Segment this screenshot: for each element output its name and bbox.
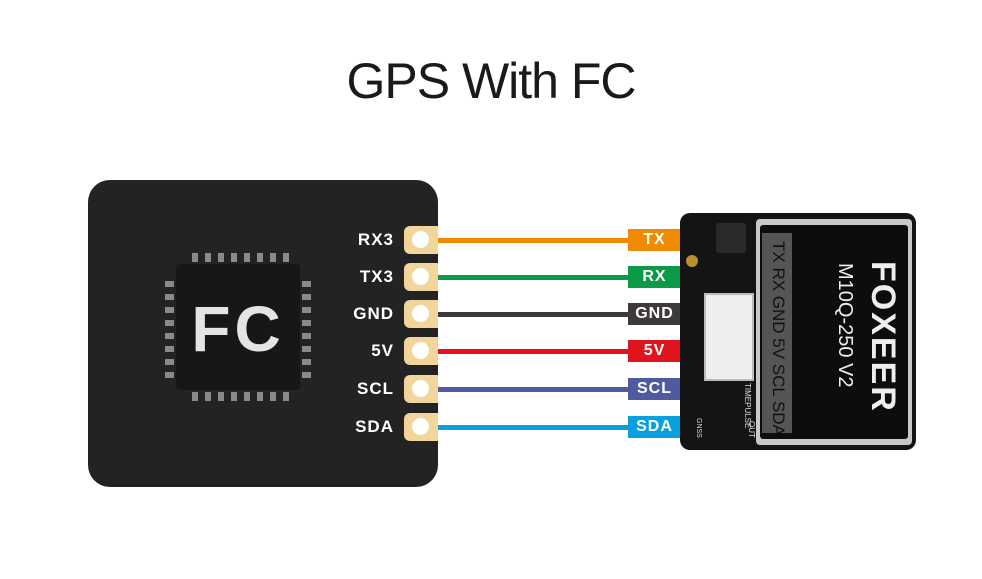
chip-pin xyxy=(302,320,311,326)
fc-pin-label: SDA xyxy=(355,417,394,436)
gps-pin-label: RX xyxy=(628,266,681,288)
fc-pin-label: SCL xyxy=(357,379,394,398)
wire-4 xyxy=(420,387,630,392)
chip-pin xyxy=(218,392,224,401)
chip-pin xyxy=(165,372,174,378)
fc-pin-label: GND xyxy=(353,304,394,323)
model-label: M10Q-250 V2 xyxy=(834,263,856,388)
wire-0 xyxy=(420,238,630,243)
chip-pin xyxy=(302,372,311,378)
chip-pin xyxy=(257,253,263,262)
chip-pin xyxy=(302,307,311,313)
chip-pin xyxy=(231,392,237,401)
page-title: GPS With FC xyxy=(346,53,636,109)
brand-logo: FOXEER xyxy=(864,261,902,413)
chip-pin xyxy=(218,253,224,262)
fc-pin-label: TX3 xyxy=(359,267,394,286)
gps-pad xyxy=(686,255,698,267)
gnss-label: GNSS xyxy=(695,418,702,438)
chip-pin xyxy=(205,253,211,262)
silk-strip: TX RX GND 5V SCL SDA xyxy=(769,241,788,436)
chip-pin xyxy=(165,307,174,313)
gps-module: TIMEPULSE GNSS TX RX GND 5V SCL SDA M10Q… xyxy=(680,213,916,450)
fc-pad xyxy=(404,337,438,365)
wire-3 xyxy=(420,349,630,354)
wire-2 xyxy=(420,312,630,317)
fc-pad xyxy=(404,375,438,403)
gps-connector xyxy=(704,293,754,381)
chip-pin xyxy=(192,392,198,401)
wire-5 xyxy=(420,425,630,430)
chip-pin xyxy=(165,294,174,300)
chip-pin xyxy=(270,392,276,401)
chip-label: FC xyxy=(191,293,285,365)
gps-pin-label: 5V xyxy=(628,340,681,362)
fc-pin-label: RX3 xyxy=(357,230,394,249)
chip-pin xyxy=(192,253,198,262)
chip-pin xyxy=(257,392,263,401)
chip-pin xyxy=(165,359,174,365)
wire-1 xyxy=(420,275,630,280)
chip-pin xyxy=(302,346,311,352)
chip-pin xyxy=(244,253,250,262)
gps-pin-label: SDA xyxy=(628,416,681,438)
chip-pin xyxy=(165,346,174,352)
chip-pin xyxy=(283,253,289,262)
chip-pin xyxy=(165,281,174,287)
gps-pin-label: SCL xyxy=(628,378,681,400)
fc-pad xyxy=(404,413,438,441)
chip-pin xyxy=(302,294,311,300)
chip-pin xyxy=(302,333,311,339)
gps-pin-label: GND xyxy=(628,303,681,325)
chip-pin xyxy=(165,320,174,326)
chip-pin xyxy=(165,333,174,339)
fc-pad xyxy=(404,226,438,254)
chip-pin xyxy=(270,253,276,262)
gps-ic xyxy=(716,223,746,253)
gps-pin-label: TX xyxy=(628,229,681,251)
fc-chip: FC xyxy=(176,264,300,390)
fc-pad xyxy=(404,300,438,328)
fc-pad xyxy=(404,263,438,291)
chip-pin xyxy=(244,392,250,401)
chip-pin xyxy=(205,392,211,401)
chip-pin xyxy=(302,359,311,365)
chip-pin xyxy=(231,253,237,262)
fc-pin-label: 5V xyxy=(371,341,394,360)
out-label: OUT xyxy=(747,421,756,438)
chip-pin xyxy=(302,281,311,287)
gps-shield: TX RX GND 5V SCL SDA M10Q-250 V2 FOXEER xyxy=(756,219,912,445)
chip-pin xyxy=(283,392,289,401)
